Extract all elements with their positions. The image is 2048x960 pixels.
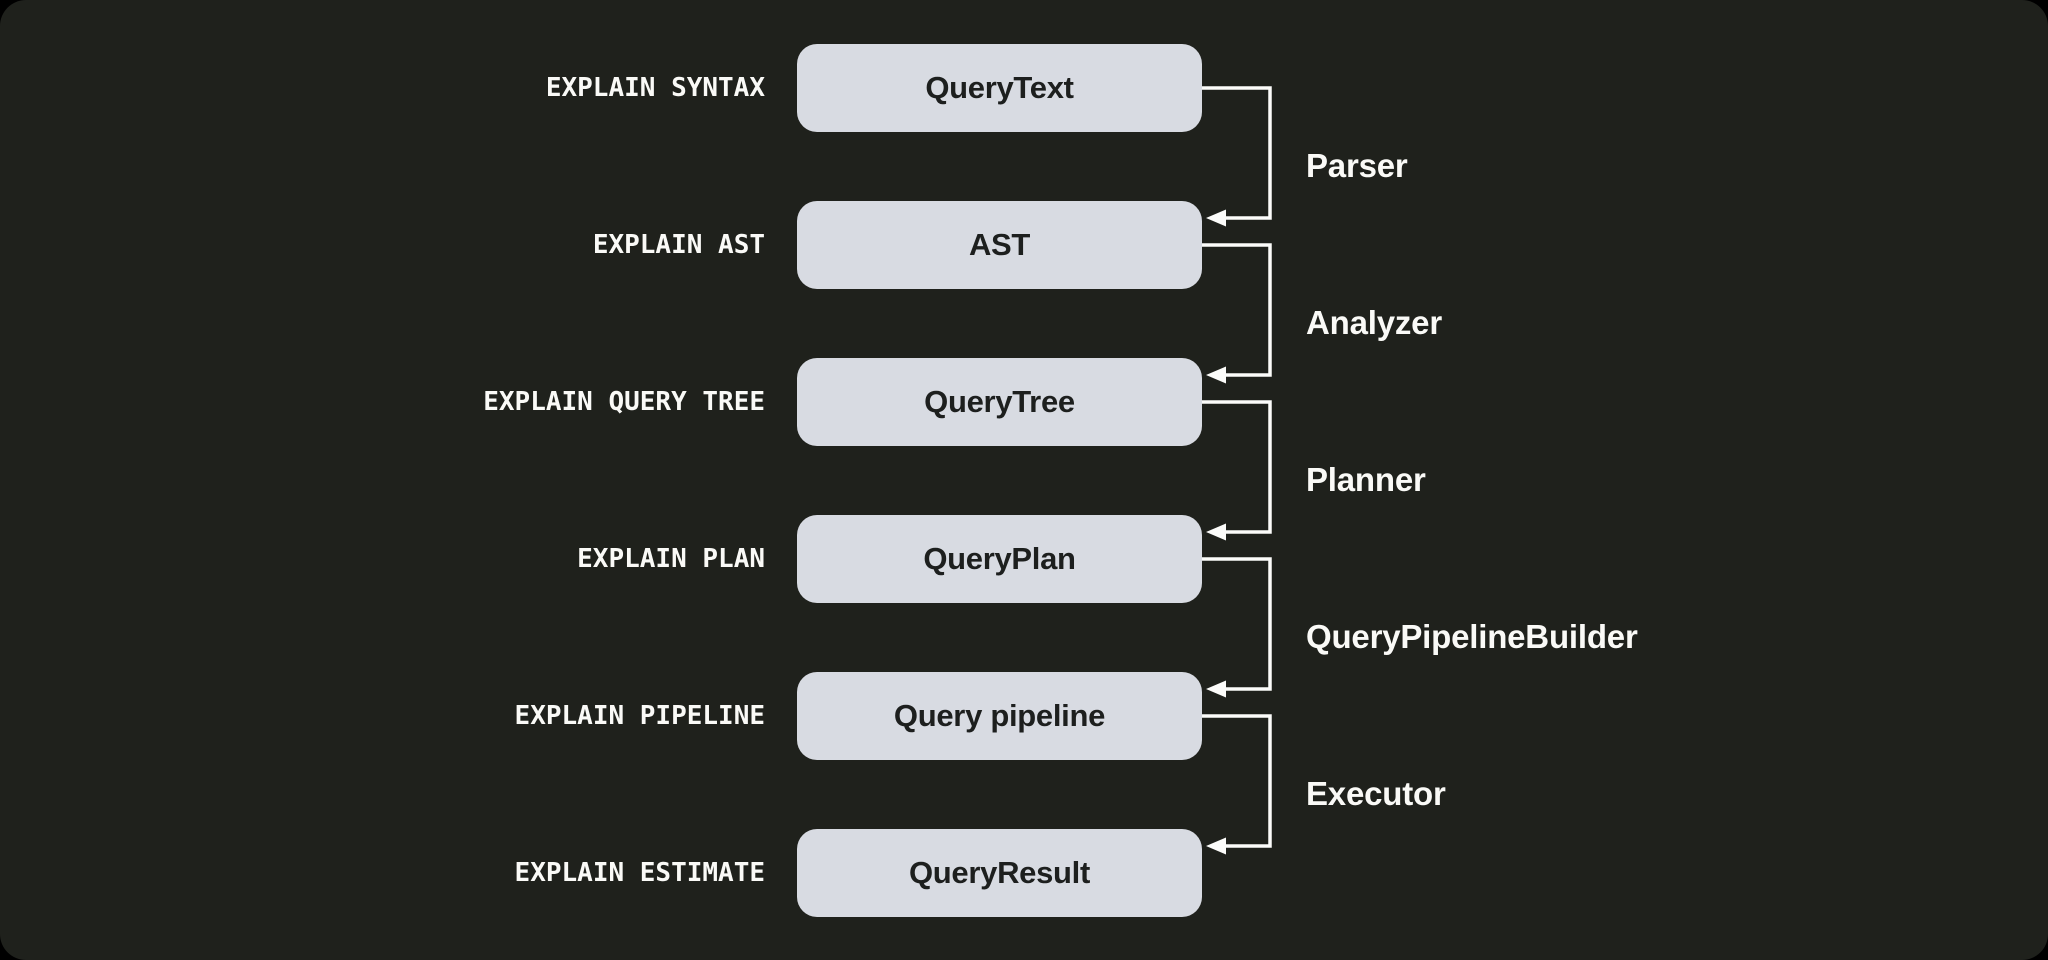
- connector-line: [1202, 86, 1272, 220]
- arrowhead-icon: [1206, 523, 1226, 541]
- explain-command-label: EXPLAIN PIPELINE: [514, 701, 765, 731]
- component-label: Parser: [1306, 147, 1408, 184]
- stage-box-label: QueryResult: [908, 855, 1091, 890]
- connector-line: [1202, 400, 1272, 534]
- component-label: Analyzer: [1306, 304, 1442, 341]
- stage-box-label: AST: [968, 227, 1031, 262]
- connector-analyzer: [1202, 243, 1272, 384]
- stage-box-label: Query pipeline: [893, 698, 1106, 733]
- stage-box: QueryText: [797, 44, 1202, 132]
- stage-box: QueryResult: [797, 829, 1202, 917]
- explain-command-label: EXPLAIN QUERY TREE: [483, 387, 765, 417]
- connector-querypipelinebuilder: [1202, 557, 1272, 698]
- stage-box: QueryPlan: [797, 515, 1202, 603]
- component-label: Planner: [1306, 461, 1426, 498]
- explain-command-label: EXPLAIN SYNTAX: [545, 73, 765, 103]
- connector-planner: [1202, 400, 1272, 541]
- component-label: Executor: [1306, 775, 1446, 812]
- connector-parser: [1202, 86, 1272, 227]
- explain-command-label: EXPLAIN AST: [592, 230, 765, 260]
- stage-box-label: QueryText: [925, 70, 1074, 105]
- connector-line: [1202, 714, 1272, 848]
- arrowhead-icon: [1206, 680, 1226, 698]
- arrowhead-icon: [1206, 209, 1226, 227]
- stage-box-label: QueryPlan: [923, 541, 1076, 576]
- component-label: QueryPipelineBuilder: [1306, 618, 1638, 655]
- stage-box-label: QueryTree: [924, 384, 1075, 419]
- connector-line: [1202, 557, 1272, 691]
- arrowhead-icon: [1206, 366, 1226, 384]
- stage-box: Query pipeline: [797, 672, 1202, 760]
- explain-command-label: EXPLAIN ESTIMATE: [514, 858, 765, 888]
- stage-box: AST: [797, 201, 1202, 289]
- connector-line: [1202, 243, 1272, 377]
- explain-command-label: EXPLAIN PLAN: [577, 544, 765, 574]
- stage-box: QueryTree: [797, 358, 1202, 446]
- connector-executor: [1202, 714, 1272, 855]
- arrowhead-icon: [1206, 837, 1226, 855]
